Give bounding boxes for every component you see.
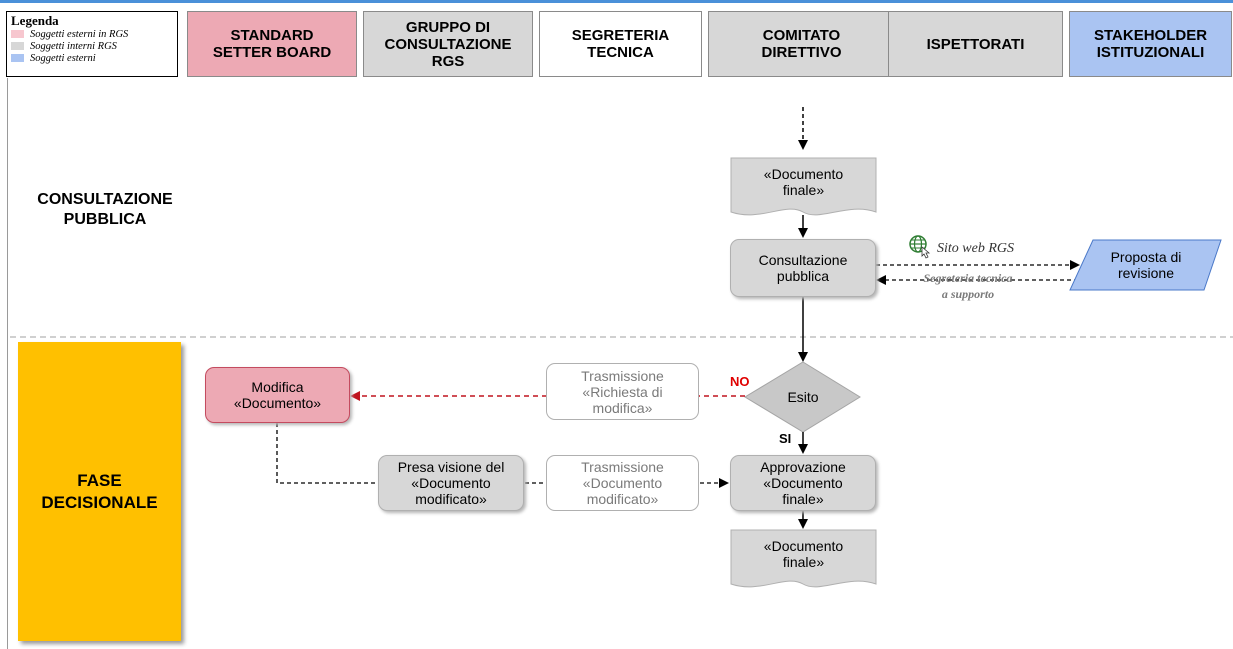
- edge-label-si: SI: [779, 431, 792, 446]
- lane-header-standard-setter-board: STANDARD SETTER BOARD: [187, 11, 357, 77]
- left-border: [7, 78, 8, 649]
- proposta-shape: [1069, 239, 1222, 291]
- node-esito: Esito: [787, 389, 819, 405]
- lane-header-gruppo-consultazione: GRUPPO DI CONSULTAZIONE RGS: [363, 11, 533, 77]
- legend: Legenda Soggetti esterni in RGS Soggetti…: [6, 11, 178, 77]
- legend-item-label: Soggetti interni RGS: [30, 40, 117, 52]
- legend-item-label: Soggetti esterni: [30, 52, 96, 64]
- node-documento-finale-2: «Documento finale»: [763, 538, 844, 570]
- edge-label-sito-web: Sito web RGS: [937, 241, 1014, 256]
- legend-item-label: Soggetti esterni in RGS: [30, 28, 129, 40]
- node-presa-visione: Presa visione del «Documento modificato»: [378, 455, 524, 511]
- node-trasmissione-documento: Trasmissione «Documento modificato»: [546, 455, 699, 511]
- doc-finale-2-shape: [730, 529, 877, 588]
- legend-title: Legenda: [11, 13, 59, 28]
- legend-item: Soggetti esterni in RGS: [11, 28, 173, 40]
- node-modifica-documento: Modifica «Documento»: [205, 367, 350, 423]
- globe-icon: [909, 235, 931, 259]
- phase-label-decisionale: FASE DECISIONALE: [18, 342, 181, 641]
- phase-label-consultazione: CONSULTAZIONE PUBBLICA: [37, 191, 173, 228]
- edge-label-no: NO: [730, 374, 750, 389]
- legend-item: Soggetti interni RGS: [11, 40, 173, 52]
- lane-header-ispettorati: ISPETTORATI: [888, 11, 1063, 77]
- lane-header-segreteria-tecnica: SEGRETERIA TECNICA: [539, 11, 702, 77]
- edge-label-segreteria: Segreteria tecnica a supporto: [923, 271, 1013, 301]
- lane-header-comitato-direttivo: COMITATO DIRETTIVO: [708, 11, 895, 77]
- node-trasmissione-richiesta: Trasmissione «Richiesta di modifica»: [546, 363, 699, 420]
- node-documento-finale-1: «Documento finale»: [763, 166, 844, 198]
- edge-modifica-to-presa-visione: [276, 423, 378, 484]
- node-consultazione-pubblica: Consultazione pubblica: [730, 239, 876, 297]
- lane-header-stakeholder-istituzionali: STAKEHOLDER ISTITUZIONALI: [1069, 11, 1232, 77]
- legend-swatch-grey: [11, 42, 24, 50]
- node-approvazione: Approvazione «Documento finale»: [730, 455, 876, 511]
- doc-finale-1-shape: [730, 157, 877, 216]
- legend-item: Soggetti esterni: [11, 52, 173, 64]
- node-proposta-revisione: Proposta di revisione: [1110, 249, 1182, 281]
- legend-swatch-blue: [11, 54, 24, 62]
- top-border: [0, 0, 1233, 3]
- legend-swatch-pink: [11, 30, 24, 38]
